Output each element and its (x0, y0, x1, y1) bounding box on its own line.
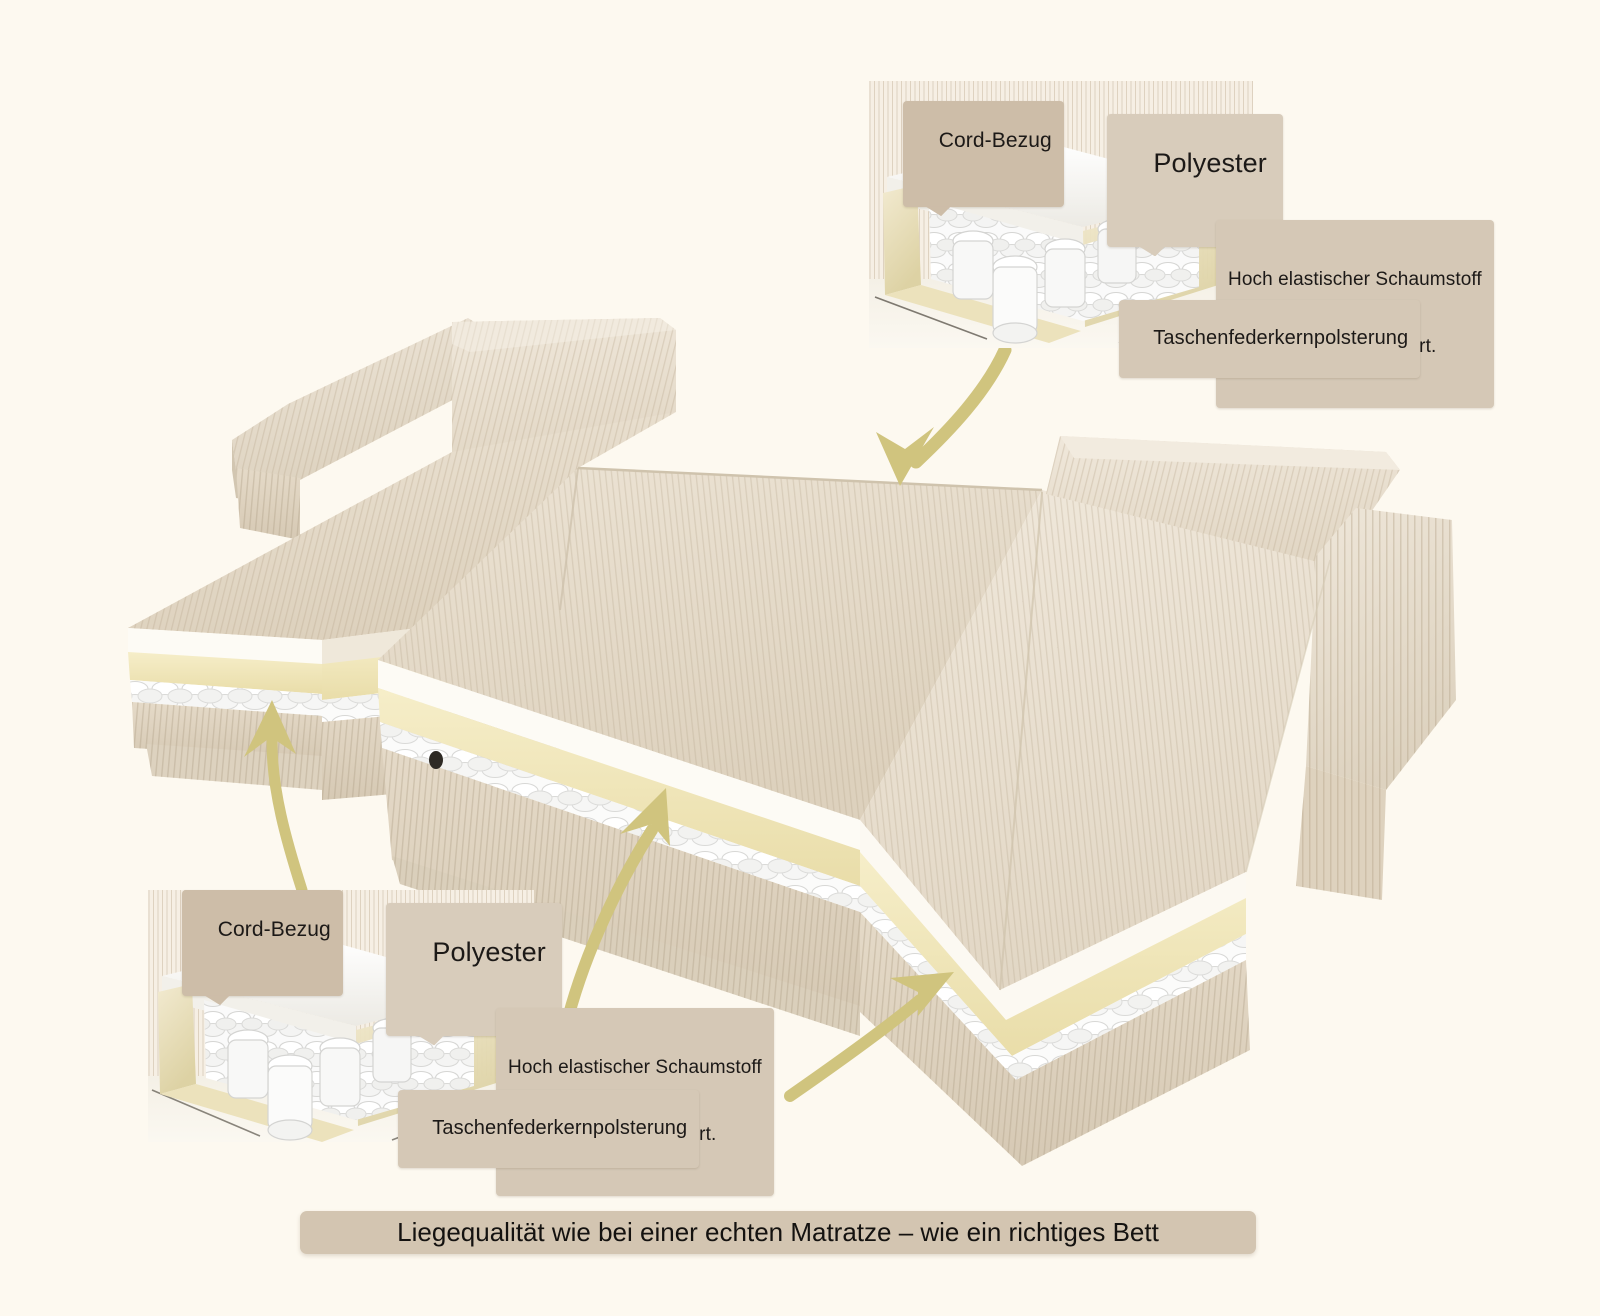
label-polyester-bottom: Polyester (386, 903, 562, 1046)
caption-text: Liegequalität wie bei einer echten Matra… (397, 1217, 1159, 1247)
sofa-seat-center (378, 468, 1042, 820)
label-cord-bezug-top: Cord-Bezug (903, 101, 1064, 217)
sofa-seat-right (860, 490, 1330, 990)
arrow-to-right-spring-edge (784, 972, 954, 1102)
arrow-to-seat-center (876, 343, 1012, 486)
sofa-right-armrest (1296, 508, 1456, 900)
bottom-caption-bar: Liegequalität wie bei einer echten Matra… (300, 1211, 1256, 1254)
label-polyester-top: Polyester (1107, 114, 1283, 257)
label-springs-top: Taschenfederkernpolsterung (1119, 300, 1421, 378)
sofa-backrest-right (1046, 436, 1400, 566)
label-springs-bottom: Taschenfederkernpolsterung (398, 1090, 700, 1168)
arrow-to-left-spring-edge (244, 700, 308, 896)
label-cord-bezug-bottom: Cord-Bezug (182, 890, 343, 1006)
sofa-left-edge-layers (128, 628, 322, 790)
arrow-to-center-spring-edge (562, 788, 670, 1024)
sofa-left-armrest (232, 318, 506, 540)
sofa-backrest-left (452, 318, 676, 468)
